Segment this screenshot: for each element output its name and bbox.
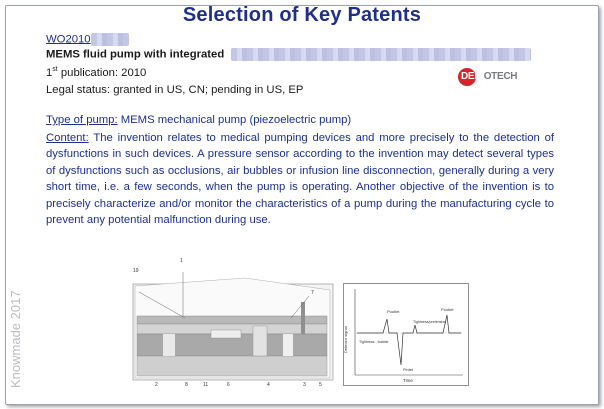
annot-pinlet: Pinlet (403, 367, 414, 372)
annot-poutlet-2: Poutlet (441, 307, 454, 312)
patent-name: MEMS fluid pump with integrated (46, 48, 225, 61)
pump-type-line: Type of pump: MEMS mechanical pump (piez… (46, 114, 351, 126)
logo-part1: DEBI (461, 71, 484, 82)
fig-label-2: 2 (155, 382, 158, 388)
annot-tightness-pretension: Tightness/pretension (413, 320, 446, 324)
fig-label-6: 6 (227, 382, 230, 388)
pump-type-label: Type of pump: (46, 114, 118, 126)
content-label: Content: (46, 132, 89, 144)
plot-xlabel: Time (403, 378, 413, 383)
detector-signal-plot: Detector signal Time Poutlet Poutlet Pin… (343, 283, 469, 386)
fig-label-3: 3 (303, 382, 306, 388)
pump-cross-section-figure: 19 1 7 2 8 11 6 4 3 5 (132, 258, 334, 388)
patent-name-line: MEMS fluid pump with integrated (46, 48, 532, 61)
pump-type-value: MEMS mechanical pump (piezoelectric pump… (117, 114, 352, 126)
fig-label-7: 7 (311, 290, 314, 296)
redacted-name (231, 48, 532, 61)
fig-label-19: 19 (133, 268, 139, 274)
content-text: The invention relates to medical pumping… (46, 132, 554, 227)
fig-label-4: 4 (267, 382, 270, 388)
publication-line: 1st publication: 2010 (46, 66, 146, 79)
patent-number-link[interactable]: WO2010 (46, 33, 129, 46)
fig-label-11: 11 (203, 382, 208, 388)
pub-ordinal: 1 (46, 66, 53, 79)
legal-status: Legal status: granted in US, CN; pending… (46, 84, 304, 96)
logo-part2: OTECH (483, 71, 518, 82)
fig-label-5: 5 (319, 382, 322, 388)
plot-ylabel: Detector signal (343, 326, 348, 353)
pub-ordinal-suffix: st (52, 66, 58, 73)
logo-text: DEBIOTECH (461, 71, 518, 82)
redacted-number (90, 33, 129, 46)
content-paragraph: Content: The invention relates to medica… (46, 130, 554, 228)
watermark: Knowmade 2017 (8, 290, 23, 388)
annot-poutlet-1: Poutlet (387, 309, 400, 314)
fig-label-8: 8 (185, 382, 188, 388)
slide-title: Selection of Key Patents (182, 4, 422, 26)
patent-number[interactable]: WO2010 (46, 33, 91, 46)
logo-badge (458, 68, 476, 86)
pub-year: publication: 2010 (57, 66, 147, 79)
annot-tightness-bubble: Tightness - bubble (359, 340, 388, 344)
fig-label-1: 1 (180, 258, 183, 264)
